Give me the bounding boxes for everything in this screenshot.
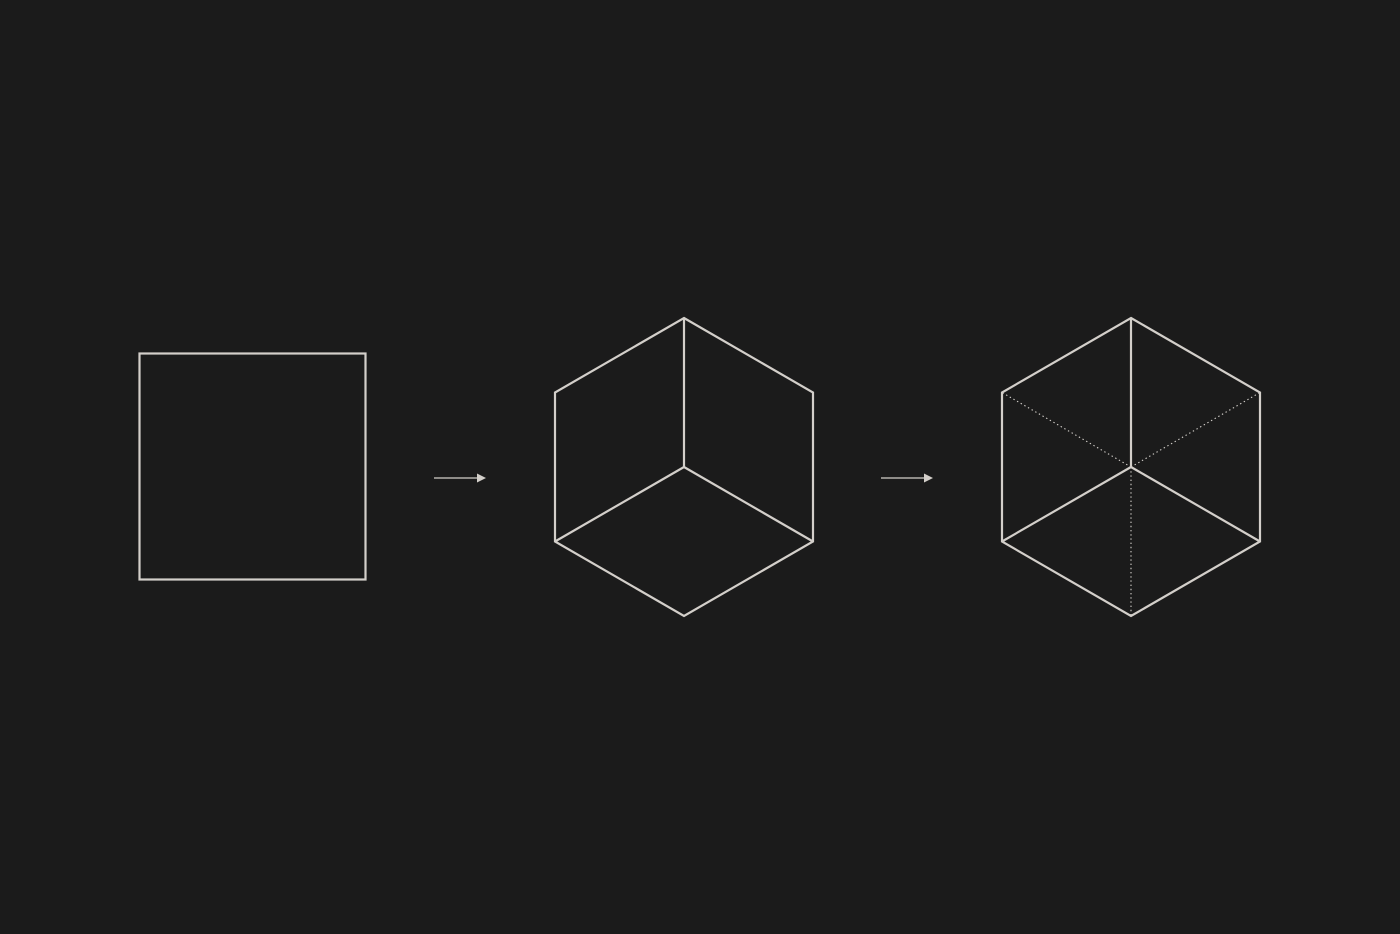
cube-edge-lower-left	[554, 466, 685, 543]
hexagon-construction-shape	[1000, 316, 1262, 618]
hexagon-dotted-line-upper-left	[1001, 392, 1132, 468]
square-shape	[138, 352, 367, 581]
arrow-connector-2	[881, 473, 933, 483]
hexagon-solid-edge-lower-left	[1001, 466, 1132, 543]
cube-edge-lower-right	[683, 466, 814, 543]
arrow-connector-1	[434, 473, 486, 483]
isometric-cube-shape	[553, 316, 815, 618]
hexagon-solid-edge-lower-right	[1130, 466, 1261, 543]
hexagon-dotted-line-upper-right	[1130, 392, 1261, 468]
